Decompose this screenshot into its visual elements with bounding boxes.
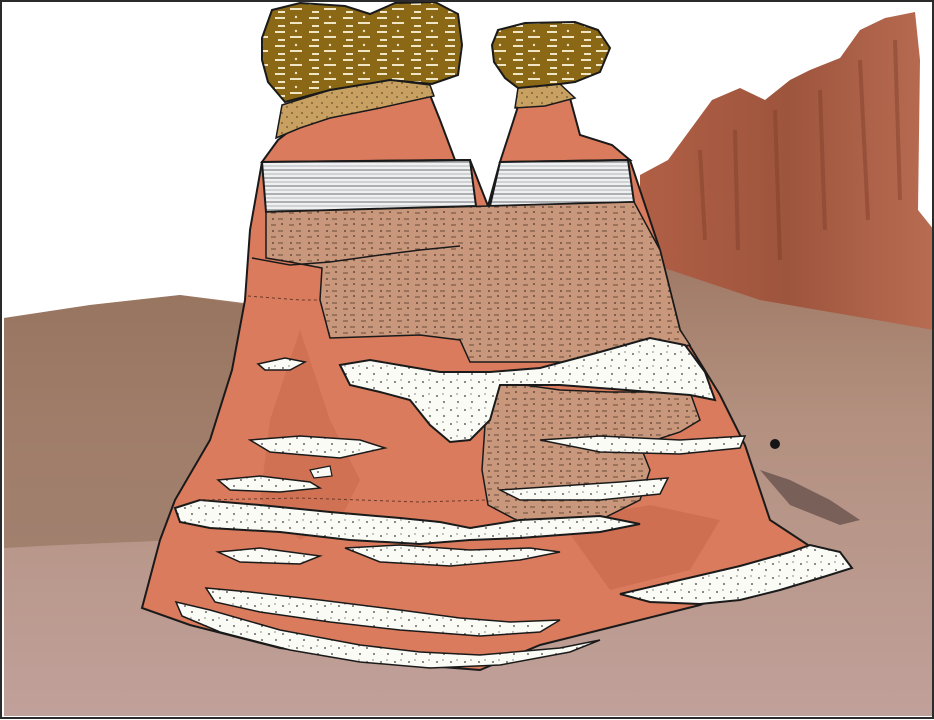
laminated-bed-left: [262, 160, 476, 212]
laminated-bed-right: [490, 160, 634, 206]
boulder: [770, 439, 780, 449]
